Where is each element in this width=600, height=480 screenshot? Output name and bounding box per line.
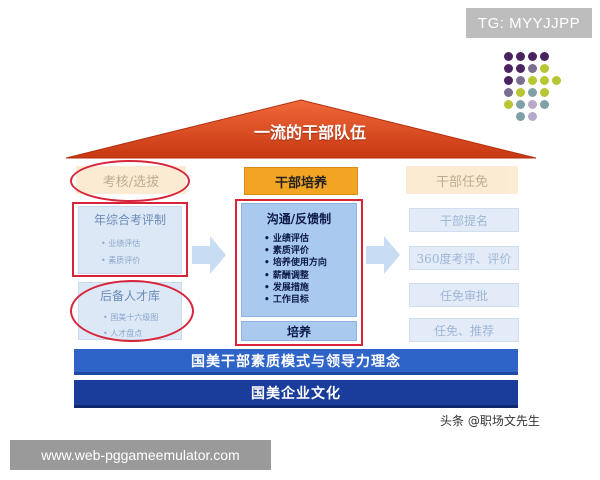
right-box-approval: 任免审批 (409, 283, 519, 307)
communication-item: 工作目标 (264, 294, 356, 306)
decorative-dot (516, 64, 525, 73)
right-box-nomination: 干部提名 (409, 208, 519, 232)
roof-shape (66, 99, 536, 159)
right-box-recommendation: 任免、推荐 (409, 318, 519, 342)
decorative-dot (528, 64, 537, 73)
decorative-dot (540, 76, 549, 85)
author-credit: 头条 @职场文先生 (440, 414, 540, 428)
decorative-dot (516, 100, 525, 109)
communication-item: 业绩评估 (264, 233, 356, 245)
corporate-culture-bar: 国美企业文化 (74, 380, 518, 408)
communication-title: 沟通/反馈制 (266, 212, 332, 226)
highlight-ellipse-talent-pool (70, 280, 194, 342)
decorative-dot (528, 52, 537, 61)
decorative-dot (504, 100, 513, 109)
right-box-360-review: 360度考评、评价 (409, 246, 519, 270)
highlight-rect-communication (235, 199, 363, 346)
dot-pattern (504, 52, 568, 128)
decorative-dot (552, 76, 561, 85)
roof-title: 一流的干部队伍 (253, 123, 366, 142)
decorative-dot (528, 76, 537, 85)
header-appointment: 干部任免 (406, 166, 518, 194)
training-footer: 培养 (241, 321, 357, 341)
tg-watermark: TG: MYYJJPP (466, 8, 592, 38)
decorative-dot (540, 52, 549, 61)
communication-item: 培养使用方向 (264, 257, 356, 269)
decorative-dot (528, 112, 537, 121)
header-training: 干部培养 (244, 167, 358, 195)
decorative-dot (528, 88, 537, 97)
communication-item: 素质评价 (264, 245, 356, 257)
annual-review-item: • 素质评价 (101, 256, 141, 265)
decorative-dot (516, 88, 525, 97)
communication-item: 发展措施 (264, 282, 356, 294)
annual-review-panel: 年综合考评制 • 业绩评估 • 素质评价 (78, 206, 182, 274)
arrow-right-icon (366, 236, 400, 274)
communication-item: 薪酬调整 (264, 270, 356, 282)
decorative-dot (540, 100, 549, 109)
decorative-dot (516, 112, 525, 121)
decorative-dot (540, 64, 549, 73)
decorative-dot (528, 100, 537, 109)
decorative-dot (504, 64, 513, 73)
highlight-ellipse-assessment (70, 160, 190, 202)
leadership-model-bar: 国美干部素质模式与领导力理念 (74, 349, 518, 375)
website-watermark: www.web-pggameemulator.com (10, 440, 271, 470)
decorative-dot (516, 52, 525, 61)
highlight-rect-annual-review (72, 202, 188, 277)
decorative-dot (540, 88, 549, 97)
communication-panel: 沟通/反馈制 业绩评估素质评价培养使用方向薪酬调整发展措施工作目标 (241, 203, 357, 317)
annual-review-title: 年综合考评制 (93, 213, 166, 227)
communication-items: 业绩评估素质评价培养使用方向薪酬调整发展措施工作目标 (264, 233, 356, 306)
decorative-dot (504, 76, 513, 85)
arrow-right-icon (192, 236, 226, 274)
annual-review-item: • 业绩评估 (101, 239, 141, 248)
decorative-dot (504, 88, 513, 97)
decorative-dot (516, 76, 525, 85)
decorative-dot (504, 52, 513, 61)
